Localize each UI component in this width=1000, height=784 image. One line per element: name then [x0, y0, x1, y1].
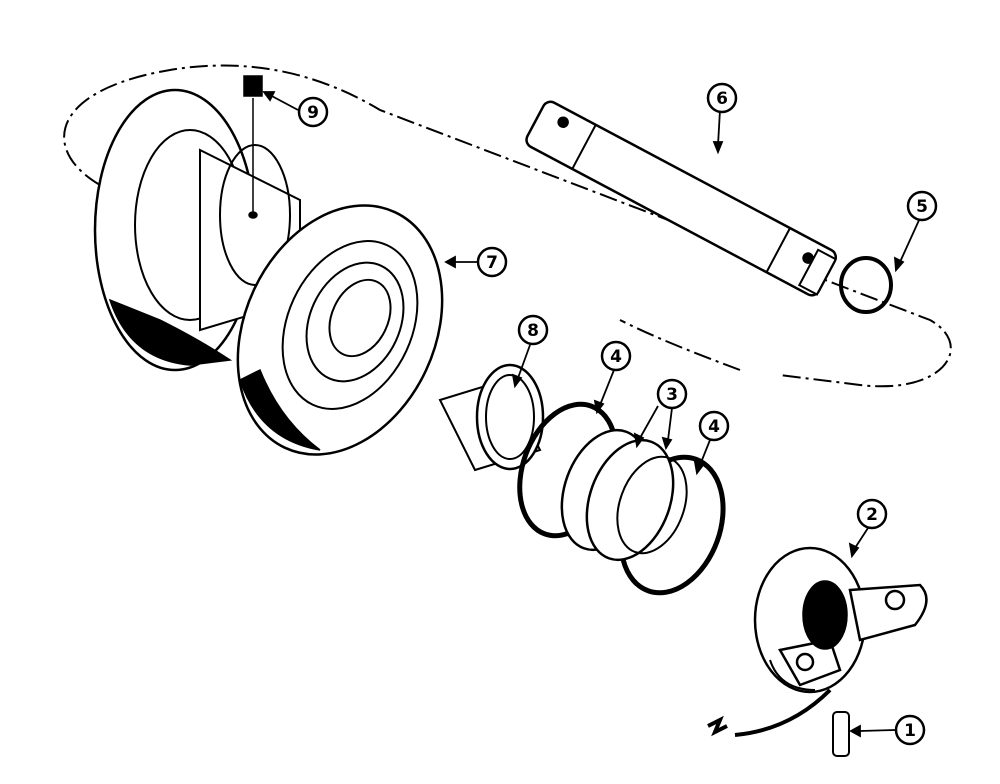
roll-pin-part	[832, 711, 850, 757]
pin-insertion-arrow	[734, 688, 832, 737]
assembly-group-outline-tail	[619, 319, 741, 371]
pin-break-symbol	[707, 715, 728, 737]
end-collar-part	[753, 546, 928, 694]
callout-6: 6	[706, 82, 738, 114]
seal-assembly-part	[560, 428, 688, 562]
roller-shaft	[525, 100, 838, 297]
callout-1: 1	[894, 714, 926, 746]
callout-9: 9	[297, 96, 329, 128]
svg-text:4: 4	[610, 347, 622, 367]
svg-text:4: 4	[708, 417, 720, 437]
callout-3: 3	[656, 378, 688, 410]
leader-lines	[262, 91, 921, 738]
svg-text:5: 5	[916, 197, 928, 217]
bushing-part	[438, 363, 545, 472]
o-ring-part	[839, 256, 893, 314]
svg-text:1: 1	[904, 721, 916, 741]
track-roller	[93, 88, 444, 456]
callout-4a: 4	[600, 340, 632, 372]
svg-text:2: 2	[866, 505, 878, 525]
plug-part	[243, 75, 263, 215]
callout-7: 7	[476, 246, 508, 278]
svg-text:9: 9	[307, 103, 319, 123]
callout-5: 5	[906, 190, 938, 222]
assembly-group-outline	[63, 64, 952, 388]
callout-2: 2	[856, 498, 888, 530]
callout-8: 8	[517, 314, 549, 346]
svg-text:8: 8	[527, 321, 539, 341]
callout-4b: 4	[698, 410, 730, 442]
svg-text:3: 3	[666, 385, 678, 405]
svg-text:7: 7	[486, 253, 498, 273]
svg-text:6: 6	[716, 89, 728, 109]
